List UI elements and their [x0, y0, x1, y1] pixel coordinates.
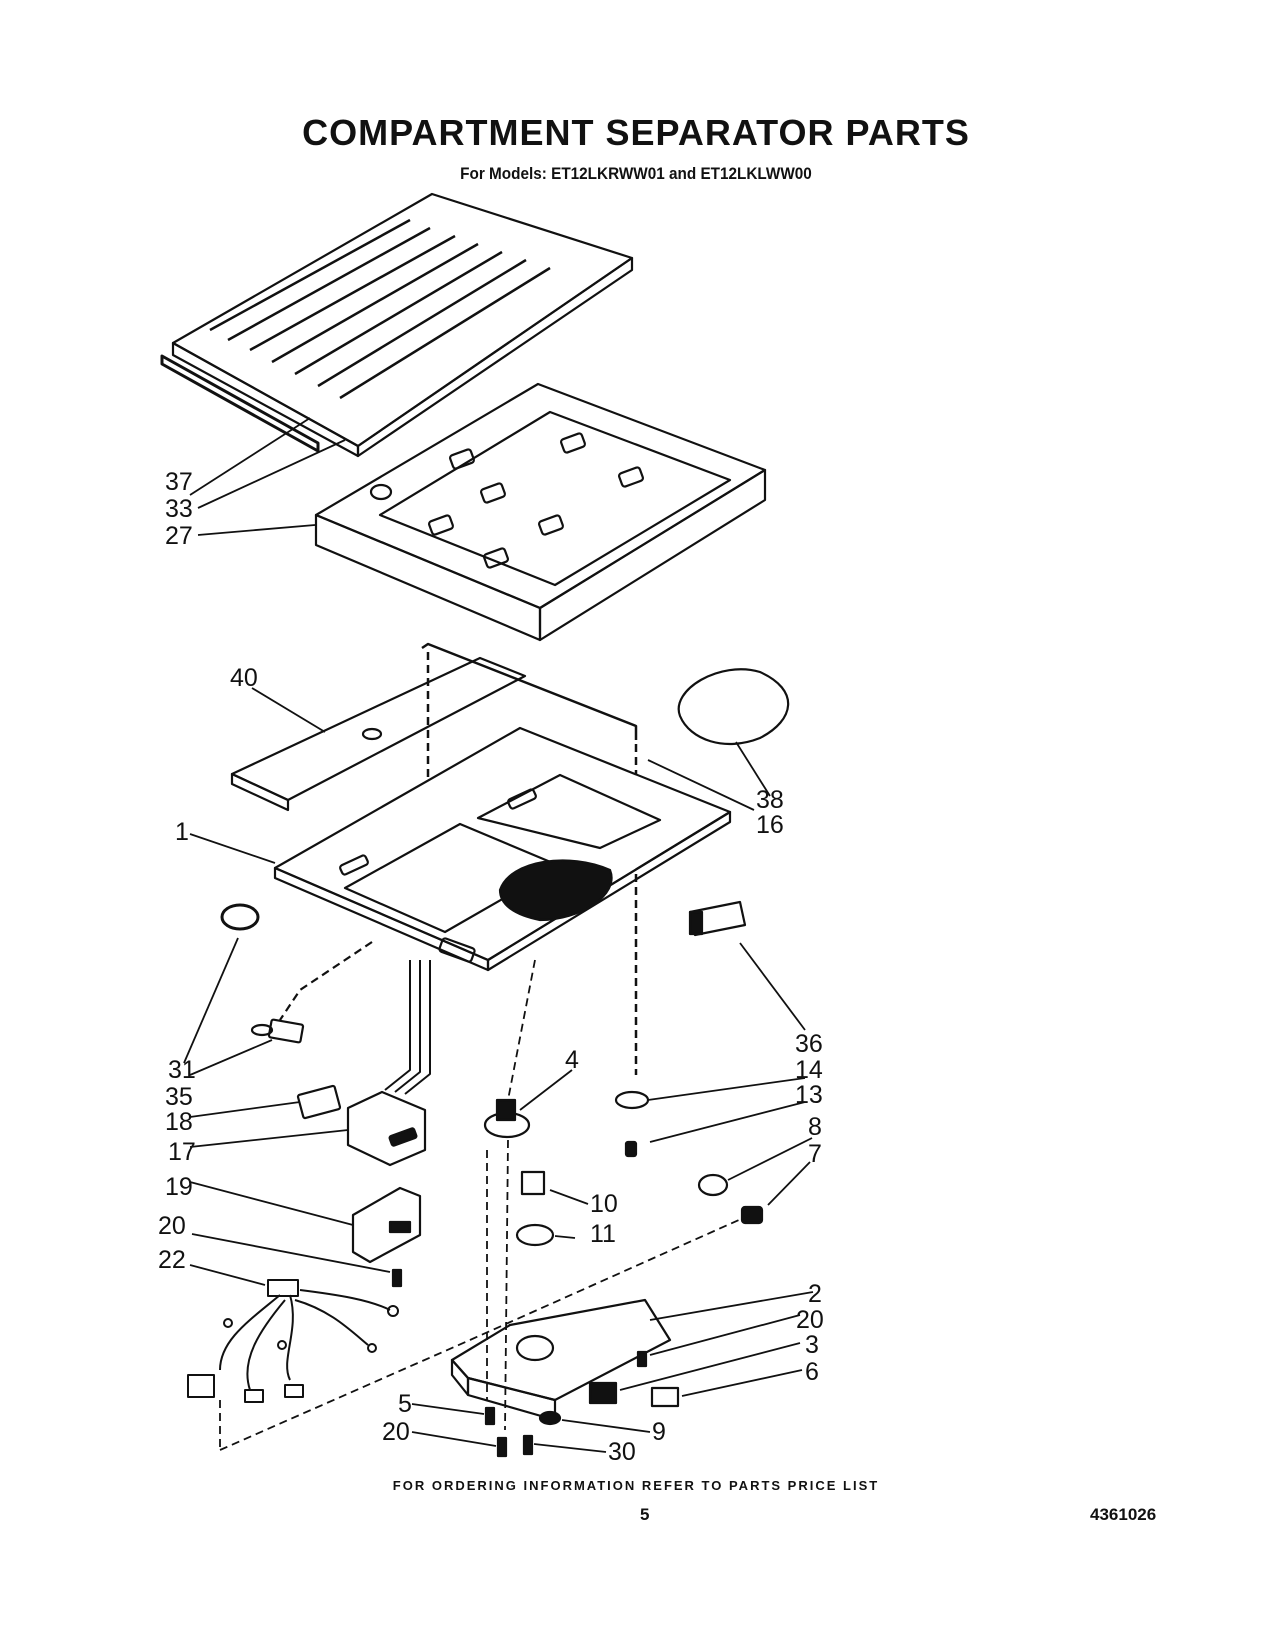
part-30-screw — [522, 1434, 534, 1456]
callout-30: 30 — [608, 1438, 636, 1466]
part-35-lamp-socket — [250, 1018, 305, 1044]
part-2-base-housing — [450, 1298, 672, 1422]
callout-18: 18 — [165, 1108, 193, 1136]
callout-27: 27 — [165, 522, 193, 550]
callout-20-b: 20 — [796, 1306, 824, 1334]
part-5-screw — [484, 1406, 496, 1426]
part-18-cover — [296, 1084, 342, 1120]
callout-22: 22 — [158, 1246, 186, 1274]
callout-33: 33 — [165, 495, 193, 523]
callout-9: 9 — [652, 1418, 666, 1446]
callout-5: 5 — [398, 1390, 412, 1418]
callout-14: 14 — [795, 1056, 823, 1084]
part-20-screw-c — [496, 1436, 508, 1458]
callout-19: 19 — [165, 1173, 193, 1201]
callout-36: 36 — [795, 1030, 823, 1058]
callout-3: 3 — [805, 1331, 819, 1359]
callout-4: 4 — [565, 1046, 579, 1074]
part-40-tray — [230, 656, 527, 812]
callout-1: 1 — [175, 818, 189, 846]
callout-7: 7 — [808, 1140, 822, 1168]
part-8-bulb — [697, 1173, 729, 1197]
part-6-switch — [650, 1386, 680, 1408]
part-27-foam-block — [314, 382, 767, 642]
callout-17: 17 — [168, 1138, 196, 1166]
part-20-screw-a — [391, 1268, 403, 1288]
part-31-knob — [220, 903, 260, 931]
model-subtitle: For Models: ET12LKRWW01 and ET12LKLWW00 — [460, 164, 812, 183]
callout-38: 38 — [756, 786, 784, 814]
callout-37: 37 — [165, 468, 193, 496]
part-19-bracket — [351, 1186, 422, 1264]
page-title: COMPARTMENT SEPARATOR PARTS — [302, 112, 970, 153]
callout-13: 13 — [795, 1081, 823, 1109]
callout-35: 35 — [165, 1083, 193, 1111]
callout-11: 11 — [590, 1220, 616, 1248]
part-17-housing — [346, 1090, 427, 1167]
callout-8: 8 — [808, 1113, 822, 1141]
callout-6: 6 — [805, 1358, 819, 1386]
callout-20-a: 20 — [158, 1212, 186, 1240]
part-11-washer — [515, 1223, 555, 1247]
callout-2: 2 — [808, 1280, 822, 1308]
callout-20-c: 20 — [382, 1418, 410, 1446]
callout-16: 16 — [756, 811, 784, 839]
part-37-gasket-strip — [160, 354, 320, 453]
ordering-note: FOR ORDERING INFORMATION REFER TO PARTS … — [392, 1478, 880, 1493]
part-9-grommet — [538, 1410, 562, 1426]
part-20-screw-b — [636, 1350, 648, 1368]
part-22-wire-harness — [187, 1279, 399, 1403]
part-33-separator-cover — [171, 192, 634, 458]
part-4-lampholder — [483, 1098, 531, 1139]
part-7-socket — [740, 1205, 764, 1225]
part-38-gasket — [677, 668, 790, 746]
part-36-clip — [688, 900, 747, 937]
part-13-pin — [624, 1140, 638, 1158]
callout-40: 40 — [230, 664, 258, 692]
document-number: 4361026 — [1090, 1505, 1157, 1524]
part-10-switch — [520, 1170, 546, 1196]
callout-10: 10 — [590, 1190, 618, 1218]
callout-31: 31 — [168, 1056, 196, 1084]
part-3-thermostat — [588, 1381, 618, 1405]
part-1-separator-pan — [273, 726, 732, 972]
part-14-bushing — [614, 1090, 650, 1110]
page-number: 5 — [640, 1505, 650, 1524]
